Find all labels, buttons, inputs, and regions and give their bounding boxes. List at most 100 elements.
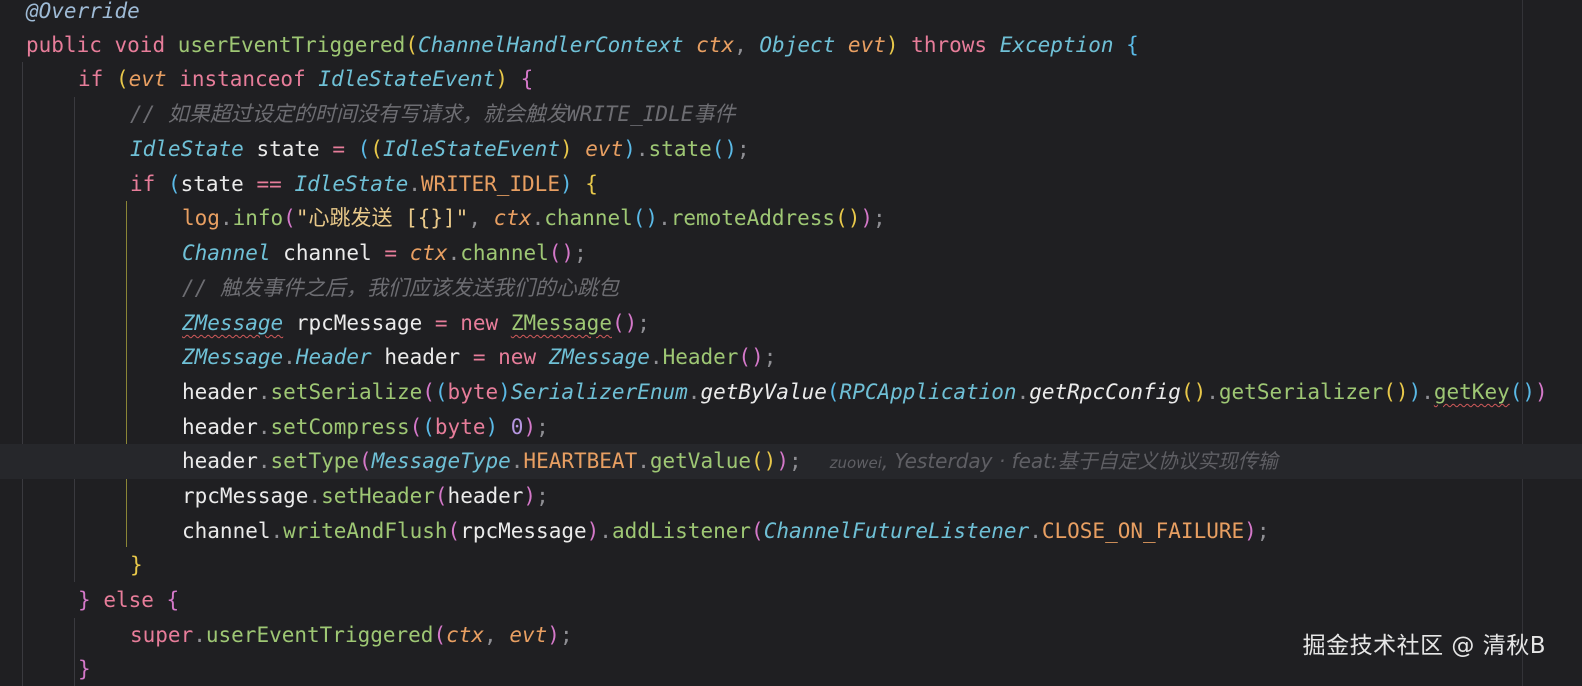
method-call: channel — [544, 206, 633, 230]
parameter: evt — [585, 137, 624, 161]
code-line[interactable]: // 触发事件之后，我们应该发送我们的心跳包 — [182, 271, 619, 306]
right-margin-guide — [1522, 0, 1523, 686]
parameter: ctx — [446, 623, 485, 647]
code-line[interactable]: // 如果超过设定的时间没有写请求，就会触发WRITE_IDLE事件 — [130, 97, 735, 132]
type-name: ChannelFutureListener — [763, 519, 1030, 543]
variable: rpcMessage — [182, 484, 309, 508]
code-line[interactable]: ZMessage.Header header = new ZMessage.He… — [182, 345, 777, 369]
keyword: byte — [434, 415, 486, 439]
type-name: IdleState — [130, 137, 244, 161]
indent-guide — [22, 62, 23, 686]
method-call: remoteAddress — [670, 206, 836, 230]
indent-guide — [74, 97, 75, 582]
type-name: IdleStateEvent — [318, 67, 496, 91]
blame-detail: , Yesterday · feat:基于自定义协议实现传输 — [881, 449, 1278, 473]
blame-author: zuowei — [829, 454, 882, 472]
number-literal: 0 — [510, 415, 524, 439]
type-name: IdleState — [294, 172, 409, 196]
code-line[interactable]: public void userEventTriggered(ChannelHa… — [26, 33, 1139, 57]
parameter: evt — [509, 623, 548, 647]
code-line[interactable]: if (evt instanceof IdleStateEvent) { — [78, 67, 534, 91]
field: log — [182, 206, 220, 230]
keyword: else — [103, 588, 154, 612]
variable: rpcMessage — [460, 519, 587, 543]
keyword: public — [26, 33, 102, 57]
variable: header — [447, 484, 524, 508]
code-line[interactable]: @Override — [26, 0, 140, 29]
method-name: userEventTriggered — [177, 33, 406, 57]
method-call: userEventTriggered — [205, 623, 434, 647]
code-line[interactable]: Channel channel = ctx.channel(); — [182, 241, 587, 265]
variable: header — [182, 449, 258, 473]
field: CLOSE_ON_FAILURE — [1041, 519, 1245, 543]
method-call: addListener — [611, 519, 752, 543]
keyword: if — [130, 172, 156, 196]
type-name: ZMessage — [548, 345, 650, 369]
comment: // 如果超过设定的时间没有写请求，就会触发WRITE_IDLE事件 — [130, 102, 736, 126]
string-literal: "心跳发送 [{}]" — [295, 206, 469, 230]
code-line[interactable]: rpcMessage.setHeader(header); — [182, 484, 549, 508]
method-call: info — [232, 206, 284, 230]
code-line[interactable]: log.info("心跳发送 [{}]", ctx.channel().remo… — [182, 206, 886, 230]
variable: rpcMessage — [295, 311, 423, 335]
variable: header — [182, 415, 258, 439]
type-name: ZMessage — [182, 345, 284, 369]
type-name: Channel — [182, 241, 271, 265]
type-name: Header — [295, 345, 372, 369]
method-call: getByValue — [700, 380, 827, 404]
git-blame-annotation[interactable]: zuowei, Yesterday · feat:基于自定义协议实现传输 — [830, 449, 1278, 473]
indent-guide — [74, 618, 75, 686]
type-name: ChannelHandlerContext — [417, 33, 684, 57]
code-line[interactable]: } — [130, 553, 143, 577]
field: HEARTBEAT — [523, 449, 638, 473]
comment: // 触发事件之后，我们应该发送我们的心跳包 — [182, 276, 619, 300]
type-name: MessageType — [371, 449, 511, 473]
code-line[interactable]: header.setSerialize((byte)SerializerEnum… — [182, 380, 1548, 404]
parameter: evt — [128, 67, 167, 91]
method-call: setType — [270, 449, 360, 473]
code-line-current[interactable]: header.setType(MessageType.HEARTBEAT.get… — [0, 444, 1582, 479]
keyword: new — [460, 311, 499, 335]
keyword: if — [78, 67, 104, 91]
code-line[interactable]: channel.writeAndFlush(rpcMessage).addLis… — [182, 519, 1270, 543]
code-line[interactable]: } else { — [78, 588, 180, 612]
indent-guide-active — [126, 201, 127, 547]
method-call: getValue — [649, 449, 752, 473]
type-name: Object — [759, 33, 836, 57]
code-line[interactable]: IdleState state = ((IdleStateEvent) evt)… — [130, 137, 750, 161]
method-call: setHeader — [321, 484, 435, 508]
method-call: setSerialize — [270, 380, 423, 404]
parameter: ctx — [696, 33, 735, 57]
keyword: instanceof — [179, 67, 306, 91]
variable: state — [180, 172, 244, 196]
type-name: Exception — [999, 33, 1114, 57]
method-call: state — [648, 137, 712, 161]
variable: header — [182, 380, 258, 404]
parameter: ctx — [493, 206, 532, 230]
method-call: writeAndFlush — [283, 519, 448, 543]
type-name: RPCApplication — [839, 380, 1017, 404]
code-line[interactable]: } — [78, 657, 91, 681]
keyword: throws — [911, 33, 988, 57]
variable: channel — [283, 241, 372, 265]
code-line[interactable]: if (state == IdleState.WRITER_IDLE) { — [130, 172, 598, 196]
method-call: setCompress — [270, 415, 410, 439]
code-line[interactable]: ZMessage rpcMessage = new ZMessage(); — [182, 311, 650, 335]
keyword: byte — [447, 380, 499, 404]
variable: header — [384, 345, 461, 369]
method-call: getSerializer — [1218, 380, 1384, 404]
variable: state — [256, 137, 320, 161]
type-name: ZMessage — [182, 311, 284, 335]
parameter: ctx — [409, 241, 448, 265]
keyword: new — [498, 345, 537, 369]
method-call: getRpcConfig — [1029, 380, 1181, 404]
method-call: channel — [460, 241, 549, 265]
code-line[interactable]: super.userEventTriggered(ctx, evt); — [130, 623, 573, 647]
code-line[interactable]: header.setCompress((byte) 0); — [182, 415, 549, 439]
type-name: SerializerEnum — [510, 380, 688, 404]
annotation: @Override — [26, 0, 140, 23]
watermark: 掘金技术社区 @ 清秋B — [1302, 633, 1546, 659]
type-name: Header — [662, 345, 739, 369]
keyword: void — [114, 33, 166, 57]
